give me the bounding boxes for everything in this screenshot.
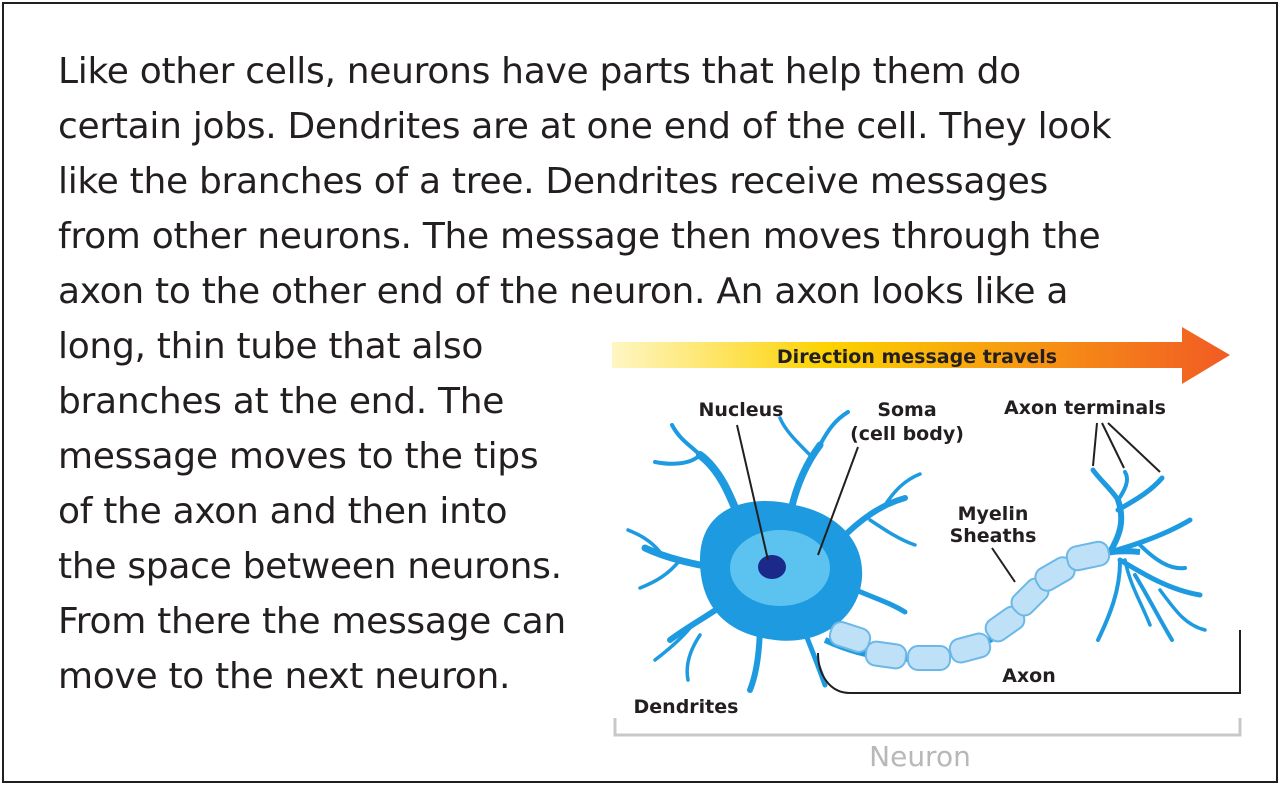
paragraph-line: long, thin tube that also <box>58 326 484 367</box>
pointer-lines <box>736 422 1161 583</box>
neuron-diagram: Direction message travels <box>612 327 1242 773</box>
label-neuron: Neuron <box>869 740 971 773</box>
axon-bracket <box>817 630 1241 694</box>
label-axon-terminals: Axon terminals <box>1004 397 1166 419</box>
label-soma: Soma <box>877 399 936 421</box>
neuron-bracket <box>613 718 1242 737</box>
paragraph-line: message moves to the tips <box>58 436 539 477</box>
label-dendrites: Dendrites <box>634 696 739 718</box>
paragraph-line: Like other cells, neurons have parts tha… <box>58 51 1021 92</box>
paragraph-line: axon to the other end of the neuron. An … <box>58 271 1069 312</box>
label-myelin-sub: Sheaths <box>950 525 1037 547</box>
direction-arrow: Direction message travels <box>612 327 1230 384</box>
paragraph-line: move to the next neuron. <box>58 656 511 697</box>
label-nucleus: Nucleus <box>699 399 784 421</box>
cell-body <box>700 500 863 641</box>
paragraph-line: From there the message can <box>58 601 566 642</box>
paragraph-line: certain jobs. Dendrites are at one end o… <box>58 106 1112 147</box>
label-axon: Axon <box>1002 665 1056 687</box>
paragraph-line: like the branches of a tree. Dendrites r… <box>58 161 1048 202</box>
paragraph-line: from other neurons. The message then mov… <box>58 216 1101 257</box>
label-myelin: Myelin <box>958 503 1029 525</box>
axon-terminal-branches <box>1090 467 1207 642</box>
direction-arrow-label: Direction message travels <box>777 346 1057 368</box>
axon-myelin <box>823 540 1141 671</box>
direction-arrow-shape <box>612 327 1230 384</box>
paragraph-line: of the axon and then into <box>58 491 508 532</box>
paragraph-line: the space between neurons. <box>58 546 562 587</box>
nucleus-shape <box>758 555 786 579</box>
paragraph-line: branches at the end. The <box>58 381 505 422</box>
label-soma-sub: (cell body) <box>850 423 964 445</box>
